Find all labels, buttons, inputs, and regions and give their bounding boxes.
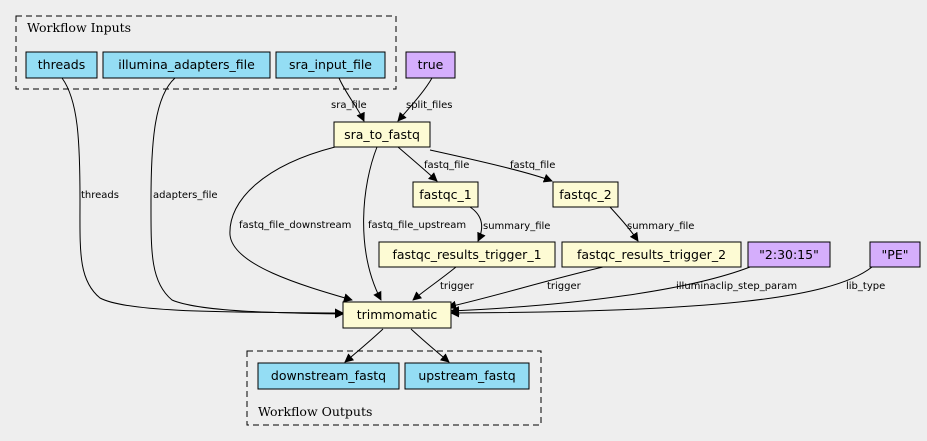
- node-true-constant[interactable]: true: [405, 51, 456, 79]
- node-sra-to-fastq[interactable]: sra_to_fastq: [333, 121, 431, 148]
- edge-label-adapters-file: adapters_file: [153, 190, 218, 201]
- node-upstream-fastq[interactable]: upstream_fastq: [404, 362, 530, 390]
- node-trimmomatic[interactable]: trimmomatic: [342, 301, 452, 329]
- edge-label-split-files: split_files: [406, 100, 452, 111]
- workflow-outputs-cluster: Workflow Outputs: [246, 350, 542, 426]
- edge-summary-file-1: summary_file: [469, 206, 550, 242]
- node-fastqc-1[interactable]: fastqc_1: [412, 181, 479, 208]
- edge-illuminaclip-step-param: illuminaclip_step_param: [450, 266, 797, 316]
- node-fastqc-results-trigger-1-label: fastqc_results_trigger_1: [392, 247, 541, 262]
- node-fastqc-results-trigger-2[interactable]: fastqc_results_trigger_2: [561, 241, 742, 268]
- node-pe-constant-label: "PE": [882, 247, 909, 262]
- edge-label-fastq-file-downstream: fastq_file_downstream: [239, 220, 351, 231]
- edge-lib-type: lib_type: [450, 266, 885, 318]
- edge-threads: threads: [61, 77, 344, 318]
- edge-label-fastq-file-1: fastq_file: [424, 160, 469, 171]
- edge-out-upstream: [410, 328, 450, 363]
- node-threads[interactable]: threads: [25, 51, 98, 79]
- edge-label-summary-file-1: summary_file: [483, 221, 550, 232]
- node-upstream-fastq-label: upstream_fastq: [418, 368, 515, 383]
- edge-label-illuminaclip-step-param: illuminaclip_step_param: [676, 281, 797, 292]
- edge-label-lib-type: lib_type: [846, 281, 885, 292]
- node-fastqc-2-label: fastqc_2: [559, 187, 611, 202]
- node-time-constant[interactable]: "2:30:15": [747, 241, 831, 268]
- edge-split-files: split_files: [397, 77, 452, 122]
- node-fastqc-2[interactable]: fastqc_2: [552, 181, 619, 208]
- edge-label-fastq-file-2: fastq_file: [510, 160, 555, 171]
- node-trimmomatic-label: trimmomatic: [357, 307, 438, 322]
- node-sra-input-file-label: sra_input_file: [289, 57, 372, 72]
- edge-trigger-1: trigger: [412, 266, 475, 301]
- edge-label-threads: threads: [81, 190, 119, 201]
- edge-fastq-file-downstream: fastq_file_downstream: [229, 146, 353, 303]
- node-time-constant-label: "2:30:15": [759, 247, 819, 262]
- node-illumina-adapters-file[interactable]: illumina_adapters_file: [102, 51, 271, 79]
- edge-trigger-2: trigger: [447, 266, 604, 310]
- edge-label-trigger-2: trigger: [547, 281, 582, 292]
- node-true-constant-label: true: [418, 57, 444, 72]
- node-sra-to-fastq-label: sra_to_fastq: [344, 127, 420, 142]
- node-sra-input-file[interactable]: sra_input_file: [275, 51, 386, 79]
- node-fastqc-1-label: fastqc_1: [419, 187, 471, 202]
- edge-label-fastq-file-upstream: fastq_file_upstream: [368, 220, 466, 231]
- edges: sra_file split_files fastq_file fastq_fi…: [61, 77, 885, 363]
- edge-label-summary-file-2: summary_file: [627, 221, 694, 232]
- nodes: threads illumina_adapters_file sra_input…: [25, 51, 921, 390]
- edge-summary-file-2: summary_file: [609, 206, 694, 242]
- edge-fastq-file-1: fastq_file: [397, 146, 469, 182]
- edge-fastq-file-2: fastq_file: [429, 149, 555, 183]
- node-pe-constant[interactable]: "PE": [869, 241, 921, 268]
- edge-sra-file: sra_file: [331, 77, 367, 122]
- workflow-inputs-label: Workflow Inputs: [27, 20, 131, 35]
- workflow-outputs-label: Workflow Outputs: [258, 404, 372, 419]
- node-downstream-fastq-label: downstream_fastq: [271, 368, 386, 383]
- edge-label-trigger-1: trigger: [440, 281, 475, 292]
- node-fastqc-results-trigger-2-label: fastqc_results_trigger_2: [577, 247, 726, 262]
- workflow-inputs-cluster: Workflow Inputs: [15, 15, 397, 90]
- edge-adapters-file: adapters_file: [150, 77, 344, 319]
- node-fastqc-results-trigger-1[interactable]: fastqc_results_trigger_1: [378, 241, 556, 268]
- edge-label-sra-file: sra_file: [331, 100, 367, 111]
- edge-out-downstream: [344, 328, 384, 363]
- node-downstream-fastq[interactable]: downstream_fastq: [257, 362, 400, 390]
- node-threads-label: threads: [38, 57, 86, 72]
- node-illumina-adapters-file-label: illumina_adapters_file: [118, 57, 255, 72]
- edge-fastq-file-upstream: fastq_file_upstream: [363, 146, 466, 301]
